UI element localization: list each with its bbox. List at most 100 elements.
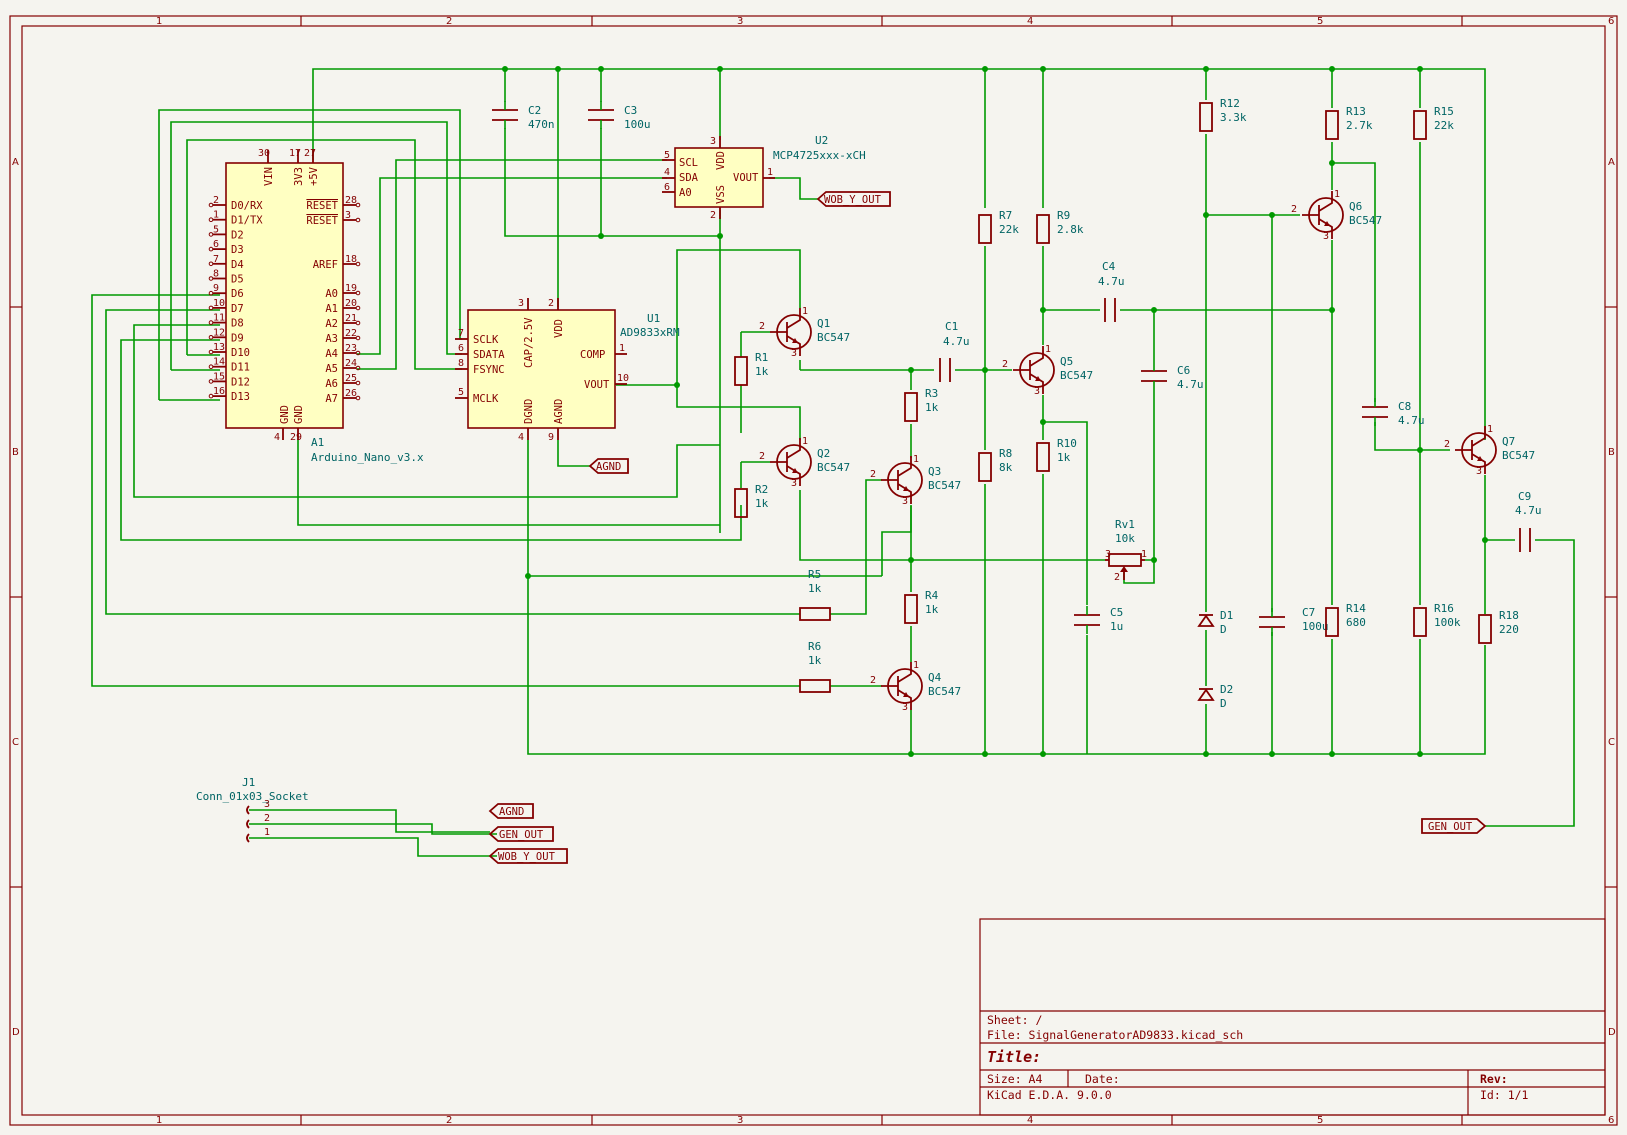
- capacitor-c1[interactable]: C14.7u: [939, 320, 970, 382]
- resistor-ref-r1: R1: [755, 351, 768, 364]
- u1-pin-mclk: MCLK: [473, 393, 499, 405]
- net-label-gen-out-j1: GEN_OUT: [499, 829, 544, 841]
- resistor-ref-r8: R8: [999, 447, 1012, 460]
- capacitor-c6[interactable]: C64.7u: [1141, 362, 1204, 391]
- title-block-size: Size: A4: [987, 1072, 1042, 1086]
- a1-bottom-pin-num-0: 4: [274, 432, 280, 443]
- zone-right-D: D: [1608, 1027, 1616, 1038]
- zone-bottom-5: 5: [1317, 1115, 1323, 1126]
- a1-right-pin-7: A4: [325, 348, 338, 360]
- zone-bottom-2: 2: [446, 1115, 452, 1126]
- a1-right-pin-10: A7: [325, 393, 338, 405]
- a1-right-pin-num-3: 19: [345, 283, 357, 294]
- a1-left-pin-num-12: 15: [213, 371, 225, 382]
- capacitor-value-c5: 1u: [1110, 620, 1123, 633]
- capacitor-c4[interactable]: C44.7u: [1098, 260, 1125, 322]
- transistor-pin-e-q7: 3: [1476, 466, 1482, 477]
- u1-pin-vout: VOUT: [584, 379, 610, 391]
- zone-left-B: B: [12, 447, 19, 458]
- transistors: 123Q1BC547123Q2BC547123Q3BC547123Q4BC547…: [759, 189, 1535, 713]
- ic-u2-mcp4725[interactable]: 5 4 6 SCL SDA A0 VOUT 1 3 2 VDD VSS U2 M…: [662, 134, 866, 221]
- title-block-id: Id: 1/1: [1480, 1088, 1529, 1102]
- transistor-ref-q1: Q1: [817, 317, 830, 330]
- resistor-value-r4: 1k: [925, 603, 939, 616]
- u1-pin-sclk: SCLK: [473, 334, 499, 346]
- rv1-value: 10k: [1115, 532, 1135, 545]
- transistor-pin-e-q2: 3: [791, 478, 797, 489]
- transistor-ref-q2: Q2: [817, 447, 830, 460]
- a1-left-pin-num-10: 13: [213, 342, 225, 353]
- u2-pin-num-vss: 2: [710, 210, 716, 221]
- resistor-value-r6: 1k: [808, 654, 822, 667]
- u1-pin-num-mclk: 5: [458, 387, 464, 398]
- resistor-ref-r7: R7: [999, 209, 1012, 222]
- zone-right-C: C: [1608, 737, 1615, 748]
- potentiometer-rv1[interactable]: 3 2 1 Rv1 10k: [1105, 518, 1147, 583]
- resistor-ref-r10: R10: [1057, 437, 1077, 450]
- title-block-file: File: SignalGeneratorAD9833.kicad_sch: [987, 1028, 1243, 1042]
- resistor-value-r16: 100k: [1434, 616, 1461, 629]
- diode-d2[interactable]: D2D: [1197, 683, 1233, 710]
- zone-top-3: 3: [737, 16, 743, 27]
- capacitor-c8[interactable]: C84.7u: [1362, 398, 1425, 427]
- u1-pin-vdd: VDD: [553, 319, 565, 338]
- net-label-gen-out: GEN_OUT: [1428, 821, 1473, 833]
- a1-left-pin-num-3: 6: [213, 239, 219, 250]
- transistor-pin-e-q4: 3: [902, 702, 908, 713]
- a1-left-pin-7: D7: [231, 303, 244, 315]
- a1-left-pin-4: D4: [231, 259, 244, 271]
- u1-pin-num-vout: 10: [617, 373, 629, 384]
- transistor-value-q3: BC547: [928, 479, 961, 492]
- a1-left-pin-num-5: 8: [213, 269, 219, 280]
- resistor-r9[interactable]: R92.8k: [1036, 209, 1084, 244]
- connector-j1[interactable]: 3 2 1 J1 Conn_01x03_Socket: [196, 776, 309, 843]
- zone-bottom-1: 1: [156, 1115, 162, 1126]
- a1-right-pin-num-9: 25: [345, 373, 357, 384]
- diode-d1[interactable]: D1D: [1197, 609, 1233, 636]
- resistor-value-r1: 1k: [755, 365, 769, 378]
- transistor-pin-b-q7: 2: [1444, 439, 1450, 450]
- a1-left-pin-6: D6: [231, 288, 244, 300]
- a1-left-pin-num-0: 2: [213, 195, 219, 206]
- a1-left-pin-9: D9: [231, 332, 244, 344]
- resistor-value-r9: 2.8k: [1057, 223, 1084, 236]
- u1-ref: U1: [647, 312, 660, 325]
- a1-right-pin-5: A2: [325, 318, 338, 330]
- u1-pin-agnd: AGND: [553, 399, 565, 424]
- transistor-value-q1: BC547: [817, 331, 850, 344]
- a1-right-pin-num-2: 18: [345, 254, 357, 265]
- zone-top-5: 5: [1317, 16, 1323, 27]
- capacitor-c9[interactable]: C94.7u: [1515, 490, 1542, 552]
- resistor-value-r8: 8k: [999, 461, 1013, 474]
- ic-u1-ad9833[interactable]: 7 6 8 5 SCLK SDATA FSYNC MCLK COMP VOUT …: [455, 298, 680, 443]
- a1-left-pin-num-1: 1: [213, 210, 219, 221]
